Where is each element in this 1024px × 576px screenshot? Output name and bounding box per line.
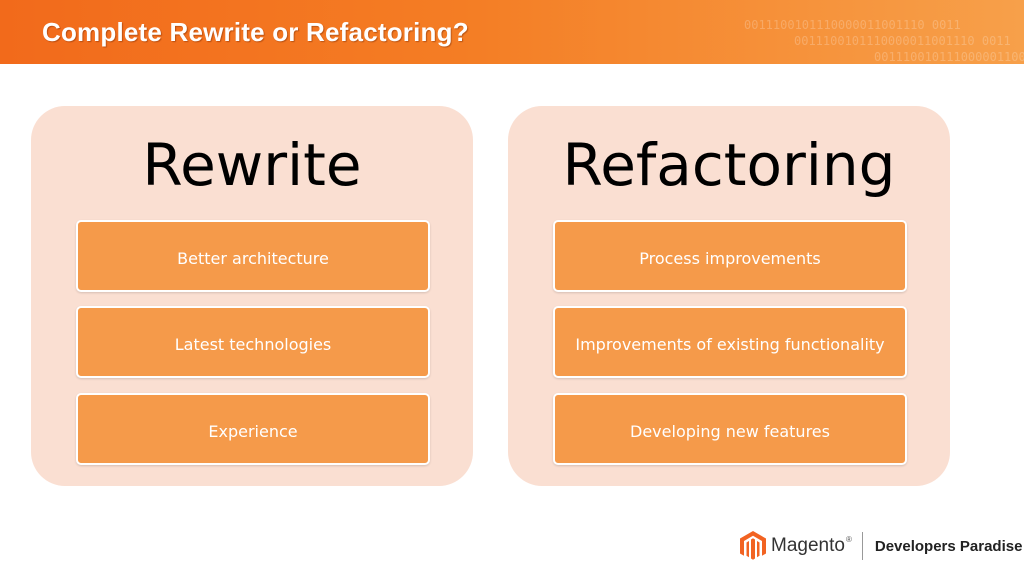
binary-line: 0011100101110000011001110 0011: [874, 50, 1024, 64]
item-label: Latest technologies: [174, 335, 332, 354]
slide-title: Complete Rewrite or Refactoring?: [42, 17, 469, 47]
item-label: Improvements of existing functionality: [575, 335, 885, 354]
panel-title-refactoring: Refactoring: [562, 131, 896, 199]
magento-logo-icon: [740, 531, 766, 560]
refactoring-item-box: Process improvements: [553, 220, 907, 292]
binary-pattern: 0011100101110000011001110 0011 001110010…: [724, 0, 1024, 64]
item-label: Better architecture: [177, 249, 329, 268]
rewrite-item-box: Latest technologies: [76, 306, 430, 378]
tagline: Developers Paradise: [874, 537, 1023, 555]
footer-logo: Magento® Developers Paradise: [740, 530, 1022, 562]
brand-name: Magento®: [771, 535, 852, 557]
binary-line: 0011100101110000011001110 0011: [794, 34, 1011, 48]
binary-line: 0011100101110000011001110 0011: [744, 18, 961, 32]
item-label: Process improvements: [639, 249, 821, 268]
item-label: Experience: [208, 422, 298, 441]
rewrite-item-box: Experience: [76, 393, 430, 465]
refactoring-item-box: Improvements of existing functionality: [553, 306, 907, 378]
header-bar: 0011100101110000011001110 0011 001110010…: [0, 0, 1024, 64]
item-label: Developing new features: [630, 422, 830, 441]
panel-title-rewrite: Rewrite: [142, 131, 362, 199]
trademark-symbol: ®: [845, 535, 852, 544]
refactoring-panel: Refactoring Process improvements Improve…: [508, 106, 950, 486]
refactoring-item-box: Developing new features: [553, 393, 907, 465]
brand-text: Magento: [771, 535, 845, 556]
rewrite-item-box: Better architecture: [76, 220, 430, 292]
rewrite-panel: Rewrite Better architecture Latest techn…: [31, 106, 473, 486]
logo-divider: [861, 532, 863, 560]
